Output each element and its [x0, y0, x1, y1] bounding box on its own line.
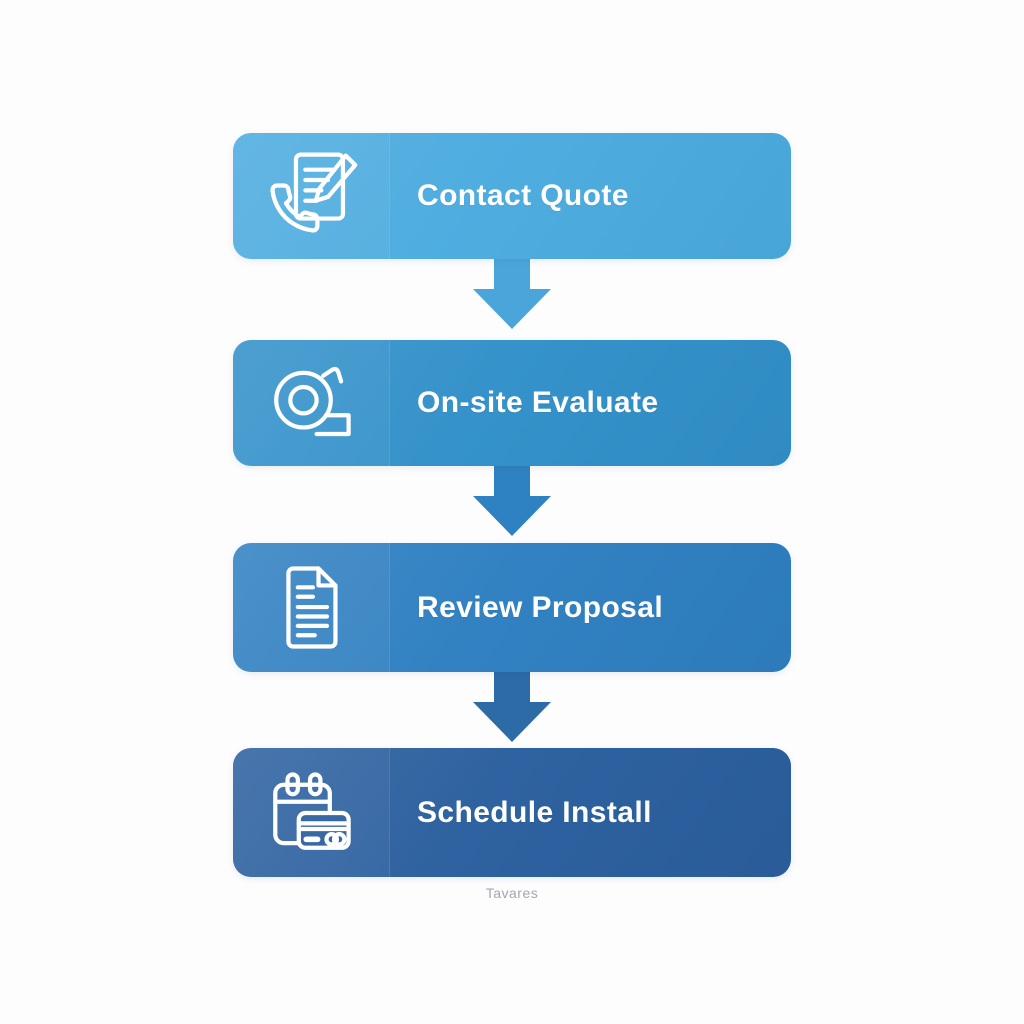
step-label: On-site Evaluate	[417, 386, 659, 419]
watermark-text: Tavares	[485, 885, 539, 901]
step-icon-section	[233, 340, 390, 466]
measuring-tape-icon	[274, 366, 351, 437]
step-label: Review Proposal	[417, 590, 664, 624]
arrow-down-icon	[473, 259, 551, 329]
step-label: Contact Quote	[417, 179, 629, 212]
step-label: Schedule Install	[417, 795, 652, 829]
step-review-proposal: Review Proposal	[233, 543, 791, 672]
phone-document-pencil-icon	[270, 152, 358, 233]
step-icon-section	[233, 543, 390, 672]
step-schedule-install: Schedule Install	[233, 748, 791, 877]
step-contact-quote: Contact Quote	[233, 133, 791, 259]
step-icon-section	[233, 748, 390, 877]
arrow-down-icon	[473, 672, 551, 742]
arrow-down-icon	[473, 466, 551, 536]
process-flowchart: Contact Quote On-site Evaluate	[233, 133, 791, 901]
document-lines-icon	[286, 565, 338, 649]
step-icon-section	[233, 133, 390, 259]
flow-arrow-1	[233, 259, 791, 340]
calendar-credit-card-icon	[273, 771, 351, 850]
flow-arrow-2	[233, 466, 791, 543]
step-onsite-evaluate: On-site Evaluate	[233, 340, 791, 466]
flow-arrow-3	[233, 672, 791, 748]
